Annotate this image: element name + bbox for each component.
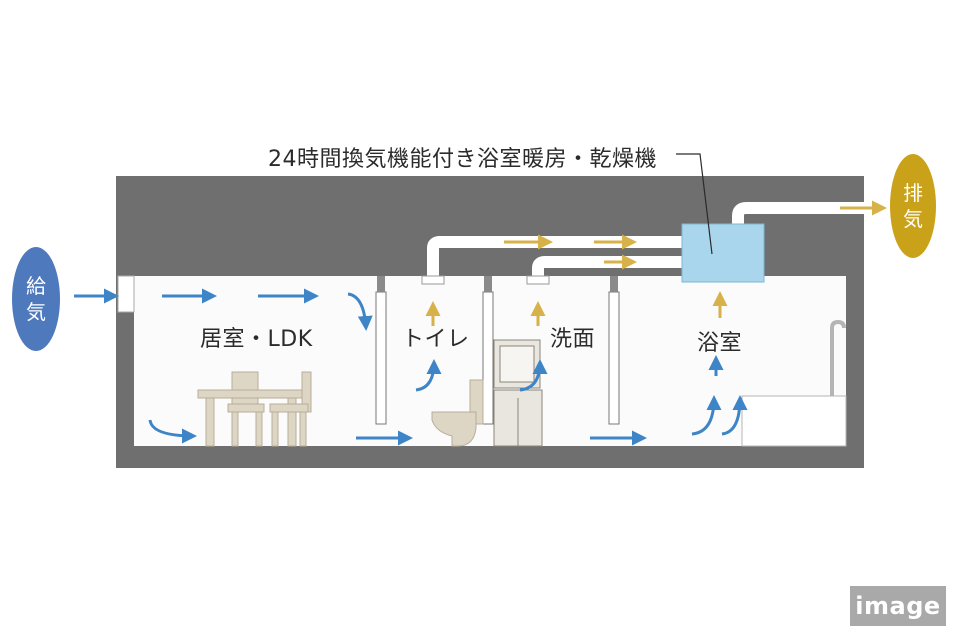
room-label-toilet: トイレ	[402, 327, 470, 352]
exhaust-air-label-2: 気	[903, 207, 923, 231]
supply-air-badge: 給 気	[12, 247, 60, 351]
room-label-washroom: 洗面	[550, 327, 596, 352]
diagram-title: 24時間換気機能付き浴室暖房・乾燥機	[268, 147, 657, 172]
exhaust-grille-washroom	[526, 275, 550, 285]
supply-vent	[117, 275, 135, 313]
bathroom-dryer-unit	[681, 223, 765, 283]
fresh-air-flow	[74, 288, 748, 446]
exhaust-ducts	[427, 202, 868, 282]
partition-wall	[608, 291, 620, 425]
dining-table-icon	[197, 371, 312, 447]
supply-air-label-2: 気	[26, 300, 46, 324]
room-label-living: 居室・LDK	[200, 327, 313, 352]
exhaust-grille-toilet	[421, 275, 445, 285]
room-label-bathroom: 浴室	[697, 331, 743, 356]
washbasin-icon	[493, 339, 543, 447]
toilet-icon	[431, 379, 484, 447]
partition-wall	[482, 291, 494, 425]
exhaust-air-flow	[425, 200, 887, 326]
leader-line	[676, 153, 713, 255]
bathtub-icon	[741, 319, 847, 447]
exhaust-air-label-1: 排	[903, 181, 923, 205]
partition-wall	[375, 291, 387, 425]
supply-air-label-1: 給	[26, 274, 46, 298]
image-watermark: image	[850, 586, 946, 626]
exhaust-air-badge: 排 気	[890, 154, 936, 258]
